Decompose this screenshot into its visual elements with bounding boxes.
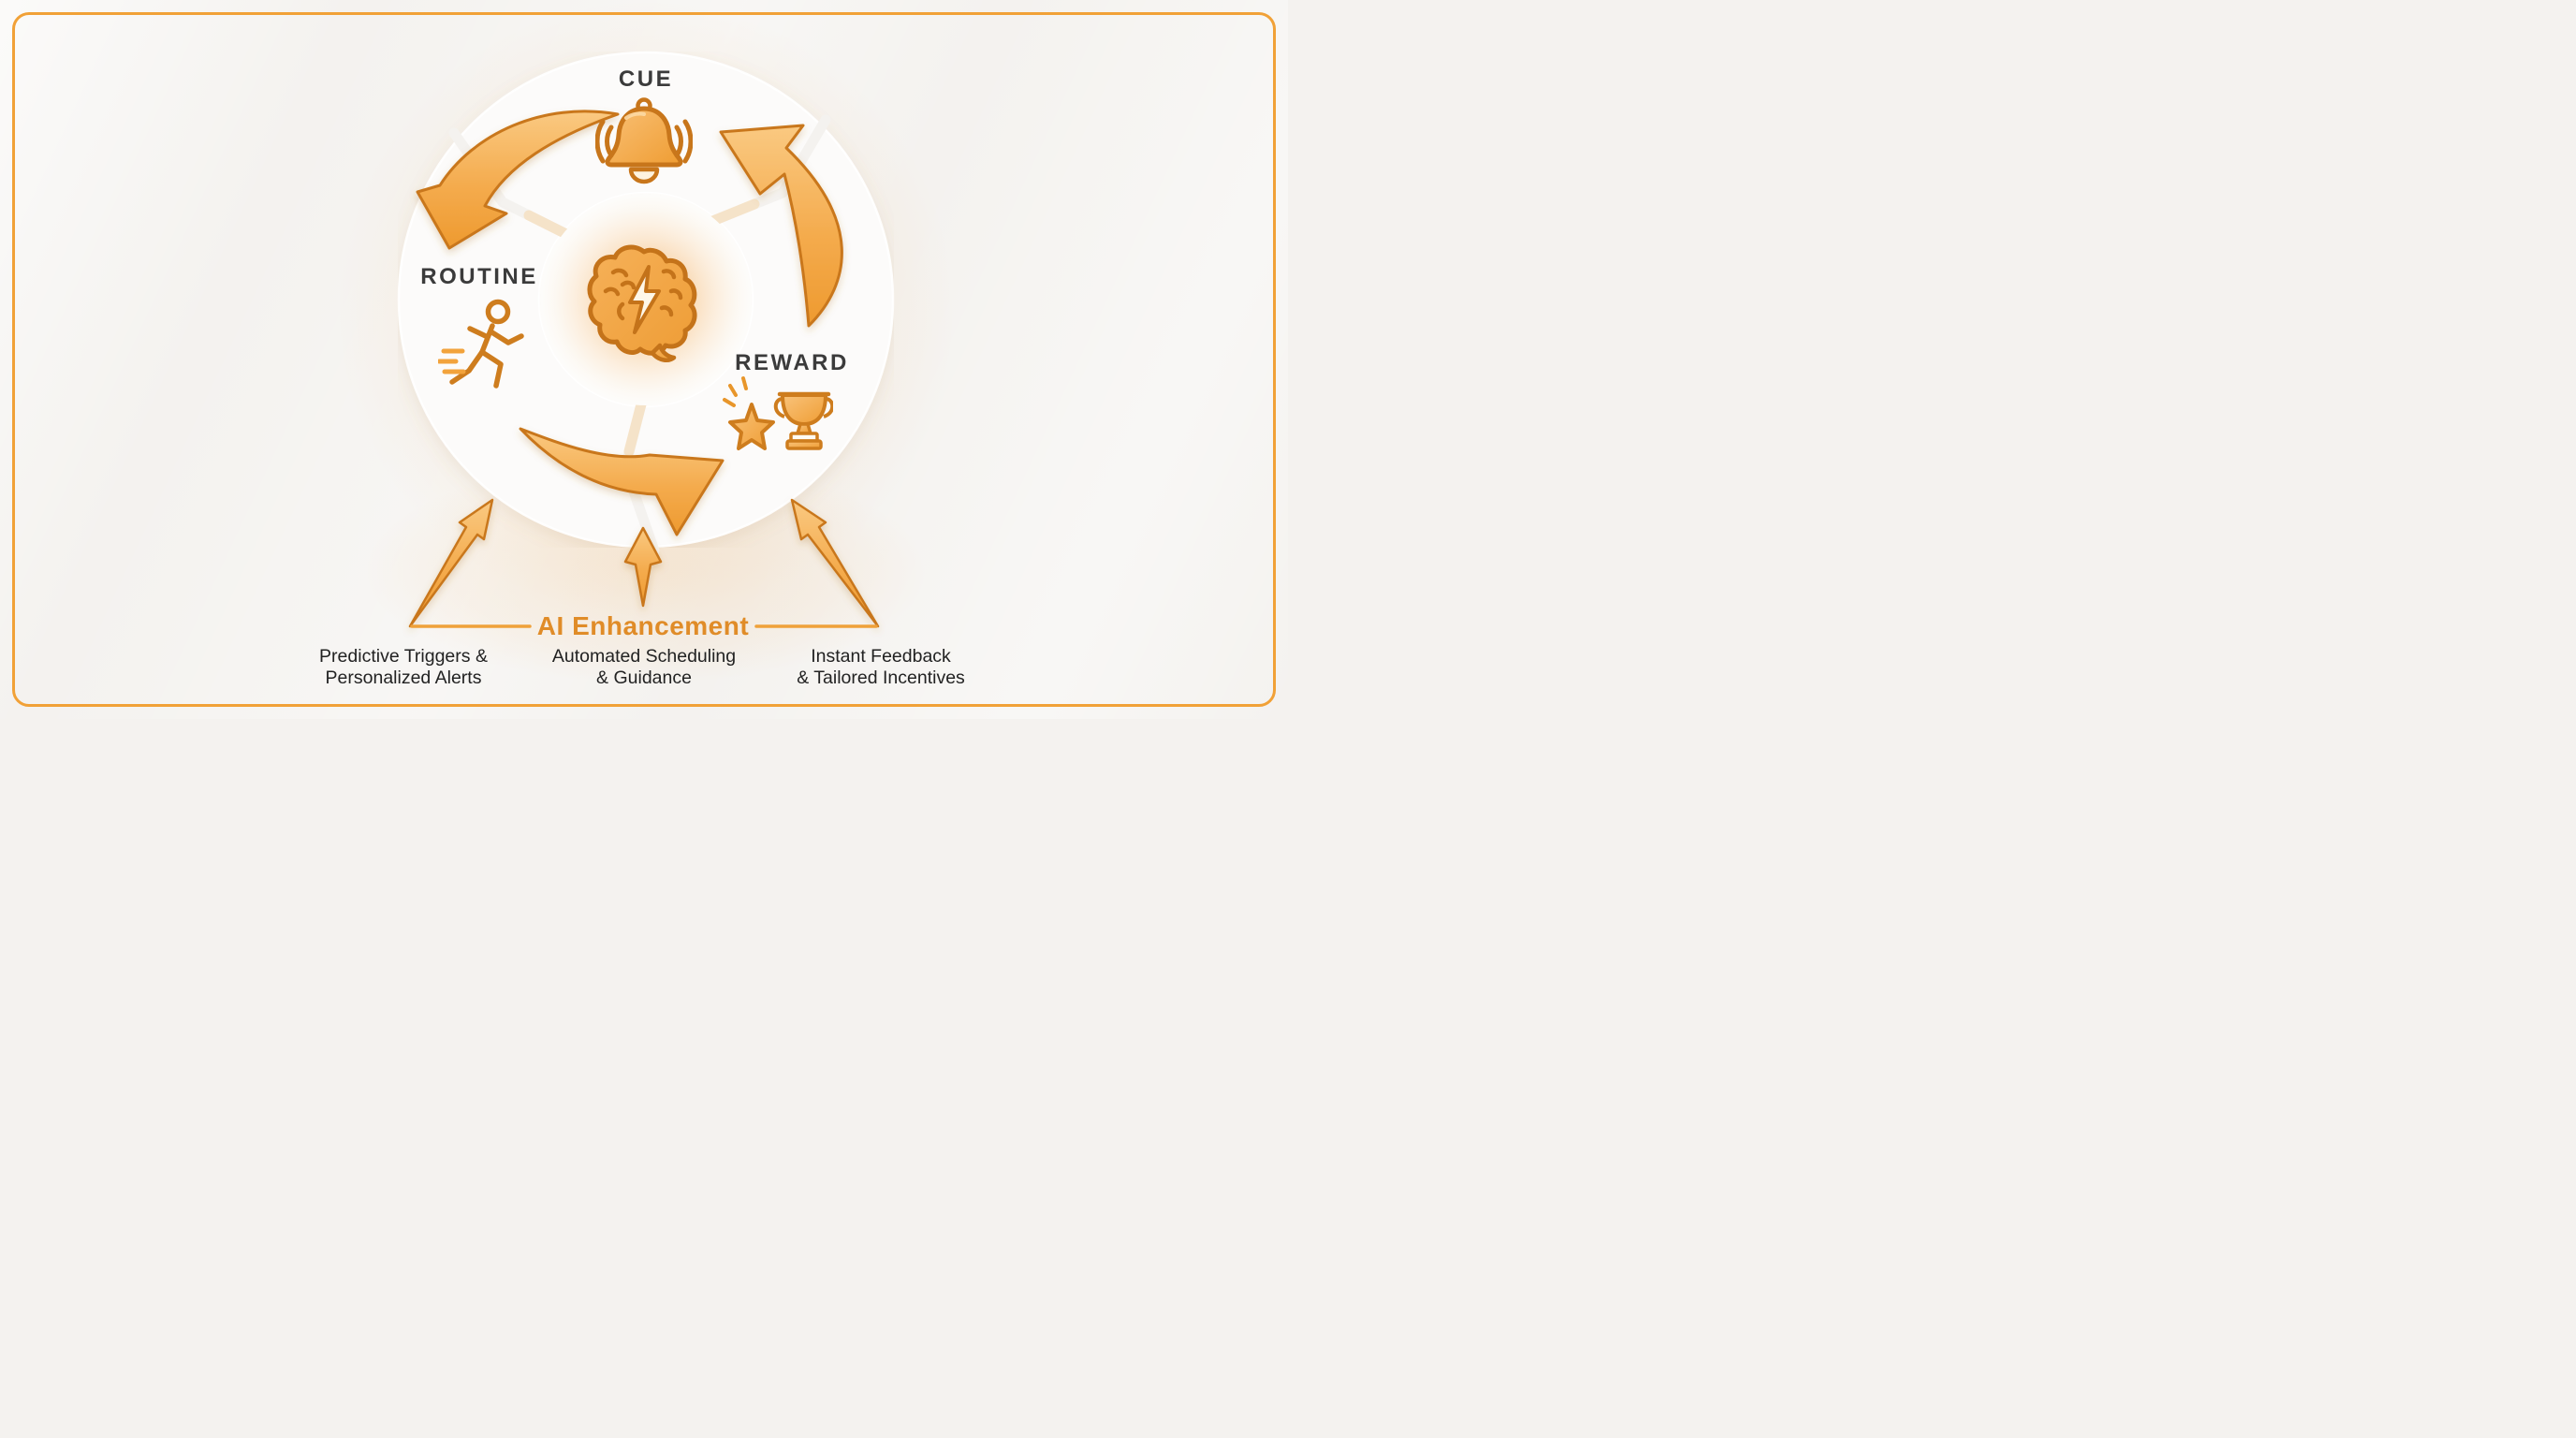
- gap-glow: [623, 395, 648, 457]
- gap-glow: [705, 198, 760, 227]
- ai-caption-center-line1: Automated Scheduling: [551, 646, 737, 667]
- ai-arrow-center: [623, 526, 663, 608]
- ai-caption-right-line1: Instant Feedback: [811, 646, 951, 667]
- arrow-reward-to-cue: [719, 124, 843, 328]
- ai-caption-center-line2: & Guidance: [596, 668, 692, 688]
- arrow-routine-to-reward: [519, 427, 724, 536]
- arrow-cue-to-routine: [416, 110, 620, 250]
- ai-enhancement-title: AI Enhancement: [536, 611, 750, 640]
- bell-icon: [594, 97, 694, 187]
- ai-arrow-right: [790, 498, 880, 628]
- ai-caption-left: Predictive Triggers & Personalized Alert…: [319, 646, 488, 689]
- habit-loop-infographic: CUE ROUTINE REWARD AI Enhancement Predic…: [0, 0, 1288, 719]
- ai-caption-right: Instant Feedback & Tailored Incentives: [797, 646, 965, 689]
- ai-caption-right-line2: & Tailored Incentives: [797, 668, 965, 688]
- star-icon: [728, 403, 775, 450]
- trophy-icon: [773, 391, 835, 450]
- brain-bolt-icon: [581, 241, 707, 366]
- ai-arrow-left: [408, 498, 494, 628]
- stage-label-routine: ROUTINE: [420, 264, 538, 289]
- runner-icon: [436, 298, 528, 393]
- stage-label-cue: CUE: [618, 66, 674, 92]
- stage-label-reward: REWARD: [735, 350, 849, 375]
- gap-glow: [523, 210, 574, 241]
- ai-caption-center: Automated Scheduling & Guidance: [552, 646, 736, 689]
- ai-caption-left-line1: Predictive Triggers &: [319, 646, 488, 667]
- ai-caption-left-line2: Personalized Alerts: [325, 668, 482, 688]
- star-trophy-icon: [723, 374, 835, 455]
